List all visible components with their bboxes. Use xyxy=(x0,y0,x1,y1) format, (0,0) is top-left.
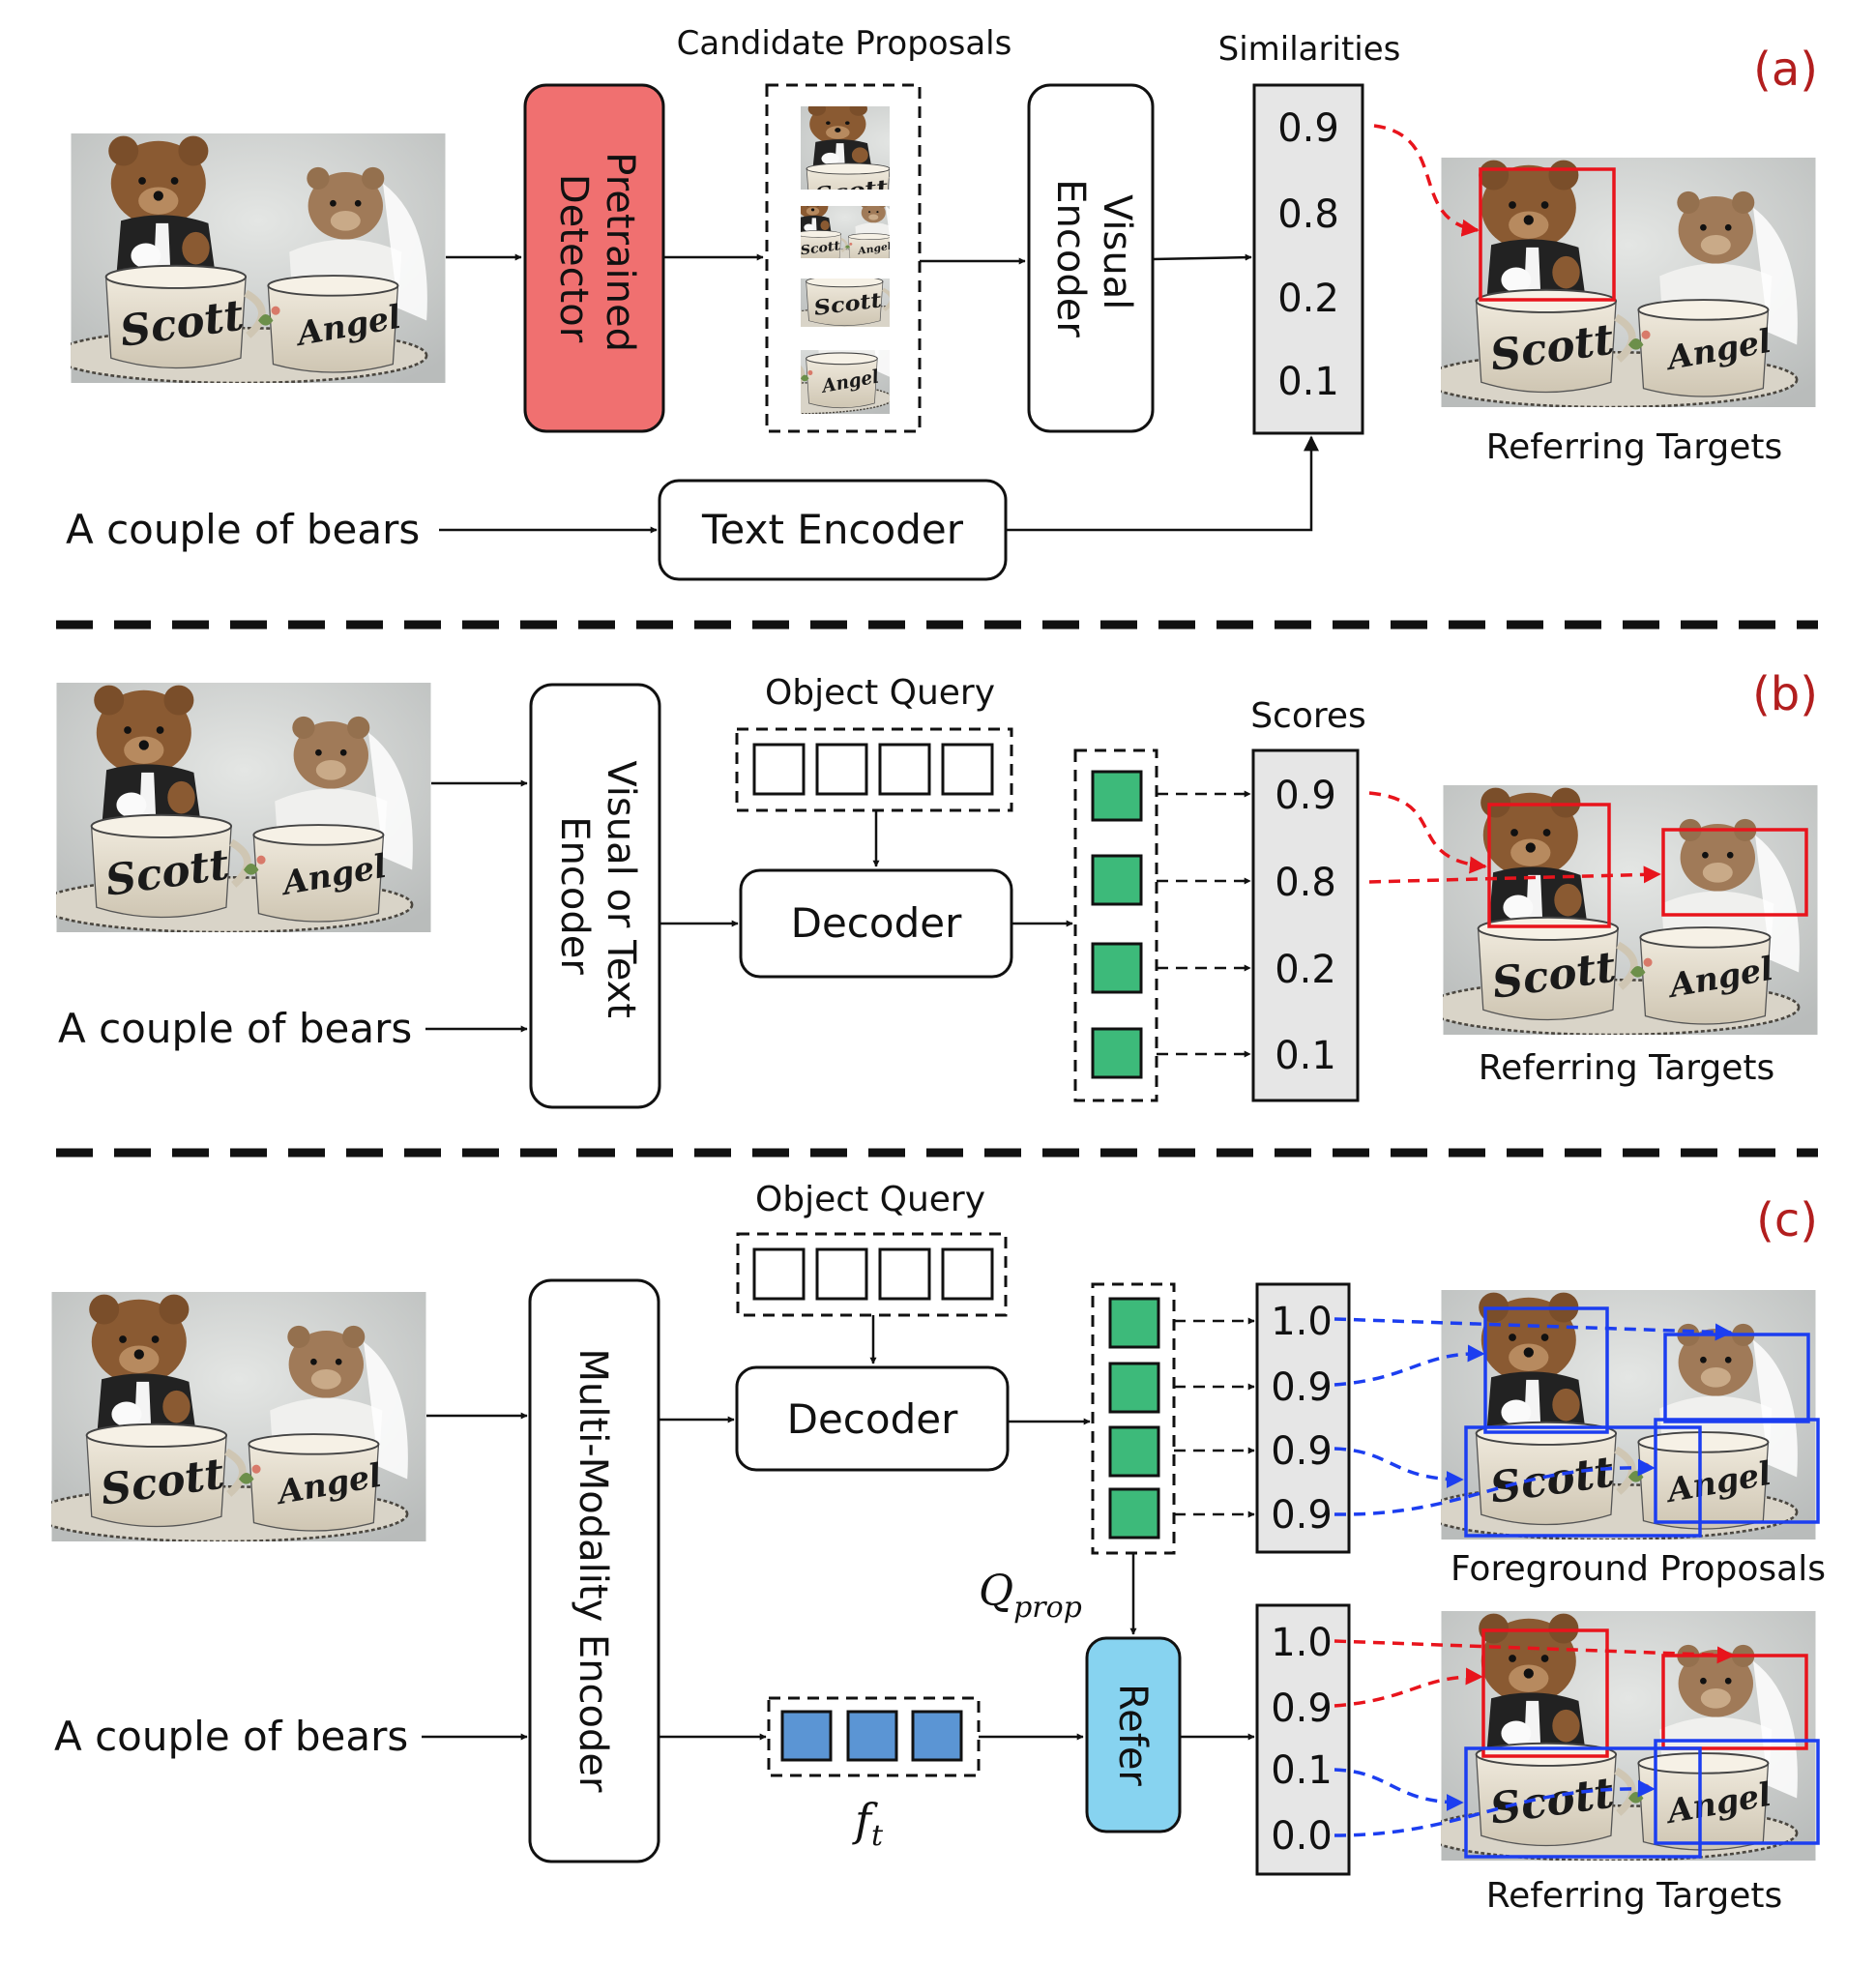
panel-tag-a: (a) xyxy=(1753,43,1818,97)
referring-targets-label-b: Referring Targets xyxy=(1479,1048,1775,1088)
scores-top-box-c xyxy=(1255,1282,1351,1554)
object-query-slot xyxy=(878,743,931,796)
scores-label-b: Scores xyxy=(1250,696,1366,736)
score-top-c-2: 0.9 xyxy=(1271,1365,1333,1410)
decoder-label-b: Decoder xyxy=(791,899,962,947)
svg-text:Pretrained Detector: Pretrained Detector xyxy=(551,152,642,364)
query-embedding xyxy=(1091,770,1143,822)
text-encoder-label: Text Encoder xyxy=(701,506,964,553)
f-t-symbol: ft xyxy=(852,1794,884,1853)
refer-box xyxy=(1085,1636,1182,1833)
text-feature xyxy=(846,1710,898,1762)
query-embeddings-box-b xyxy=(1073,748,1158,1102)
detector-label-line2: Detector xyxy=(551,174,596,343)
object-query-label-c: Object Query xyxy=(755,1180,985,1219)
proposal-crop-1 xyxy=(775,101,1008,220)
score-value-b-2: 0.8 xyxy=(1275,861,1336,905)
query-embedding xyxy=(1108,1362,1160,1414)
score-bottom-c-1: 1.0 xyxy=(1271,1621,1333,1665)
target-box-b-2 xyxy=(1661,828,1808,917)
target-box-b-1 xyxy=(1487,803,1611,928)
object-query-label-b: Object Query xyxy=(765,673,995,713)
object-query-box-c xyxy=(736,1232,1008,1317)
input-image-c xyxy=(33,1292,425,1541)
input-image-b xyxy=(38,683,430,932)
object-query-slot xyxy=(941,743,994,796)
score-bottom-c-4: 0.0 xyxy=(1271,1814,1333,1859)
scores-box-b xyxy=(1251,748,1360,1102)
score-bottom-c-2: 0.9 xyxy=(1271,1686,1333,1731)
similarity-value-2: 0.8 xyxy=(1277,192,1339,237)
query-embedding xyxy=(1108,1425,1160,1478)
referring-targets-label-c: Referring Targets xyxy=(1486,1876,1783,1916)
text-feature xyxy=(911,1710,963,1762)
object-query-slot xyxy=(752,743,806,796)
proposal-box-2 xyxy=(1663,1333,1810,1423)
foreground-proposals-label: Foreground Proposals xyxy=(1451,1549,1826,1589)
score-value-b-1: 0.9 xyxy=(1275,774,1336,818)
scores-bottom-box-c xyxy=(1255,1603,1351,1876)
multi-modality-encoder-label: Multi-Modality Encoder xyxy=(571,1349,615,1793)
target-box-a xyxy=(1479,167,1616,302)
object-query-box-b xyxy=(735,727,1013,812)
target-box-c-2 xyxy=(1661,1654,1808,1750)
query-embedding xyxy=(1091,854,1143,906)
referring-targets-label-a: Referring Targets xyxy=(1486,427,1783,467)
visual-encoder-line1: Visual xyxy=(1095,194,1139,309)
visual-encoder-line2: Encoder xyxy=(1048,179,1093,337)
output-image-b xyxy=(1424,785,1817,1035)
proposal-crop-2 xyxy=(801,206,890,258)
text-input-b: A couple of bears xyxy=(58,1005,412,1052)
candidate-proposals-label: Candidate Proposals xyxy=(677,24,1012,63)
text-feature xyxy=(780,1710,833,1762)
decoder-label-c: Decoder xyxy=(787,1395,958,1443)
non-target-box-c-1 xyxy=(1464,1746,1702,1859)
encoder-b-line1: Visual or Text xyxy=(599,760,643,1018)
proposal-box-4 xyxy=(1654,1418,1820,1524)
query-embedding xyxy=(1091,1027,1143,1079)
target-box-c-1 xyxy=(1481,1628,1609,1758)
query-embedding xyxy=(1108,1297,1160,1349)
similarity-value-1: 0.9 xyxy=(1277,106,1339,151)
score-top-c-3: 0.9 xyxy=(1271,1429,1333,1474)
score-top-c-4: 0.9 xyxy=(1271,1493,1333,1538)
object-query-slot xyxy=(878,1247,931,1301)
visual-or-text-encoder-box xyxy=(529,683,661,1109)
score-top-c-1: 1.0 xyxy=(1271,1300,1333,1344)
detector-label-line1: Pretrained xyxy=(598,152,642,352)
object-query-slot xyxy=(815,1247,868,1301)
proposal-box-3 xyxy=(1464,1425,1702,1538)
encoder-b-line2: Encoder xyxy=(552,816,597,975)
similarities-label: Similarities xyxy=(1218,30,1401,69)
non-target-box-c-2 xyxy=(1654,1739,1820,1845)
panel-tag-b: (b) xyxy=(1752,667,1818,721)
foreground-proposals-image xyxy=(1422,1290,1815,1540)
similarity-value-4: 0.1 xyxy=(1277,360,1339,404)
score-bottom-c-3: 0.1 xyxy=(1271,1748,1333,1793)
object-query-slot xyxy=(815,743,868,796)
object-query-slot xyxy=(752,1247,806,1301)
object-query-slot xyxy=(941,1247,994,1301)
text-input-c: A couple of bears xyxy=(54,1713,408,1760)
input-image-a xyxy=(52,133,445,383)
multi-modality-encoder-box xyxy=(528,1278,660,1863)
similarity-value-3: 0.2 xyxy=(1277,277,1339,321)
score-value-b-3: 0.2 xyxy=(1275,948,1336,992)
proposal-box-1 xyxy=(1483,1306,1609,1434)
score-value-b-4: 0.1 xyxy=(1275,1034,1336,1078)
query-embedding xyxy=(1091,942,1143,994)
query-embedding xyxy=(1108,1487,1160,1540)
similarities-box xyxy=(1252,83,1364,435)
panel-tag-c: (c) xyxy=(1756,1193,1818,1247)
decoder-box-c xyxy=(735,1365,1010,1472)
refer-label: Refer xyxy=(1110,1684,1155,1786)
output-image-c xyxy=(1422,1611,1815,1861)
text-input-a: A couple of bears xyxy=(66,506,420,553)
svg-text:Visual Encoder: Visual Encoder xyxy=(1048,179,1139,337)
svg-text:Visual or Text Encoder: Visual or Text Encoder xyxy=(552,760,643,1030)
text-features-box xyxy=(767,1696,981,1777)
q-prop-symbol: Qprop xyxy=(979,1567,1082,1625)
